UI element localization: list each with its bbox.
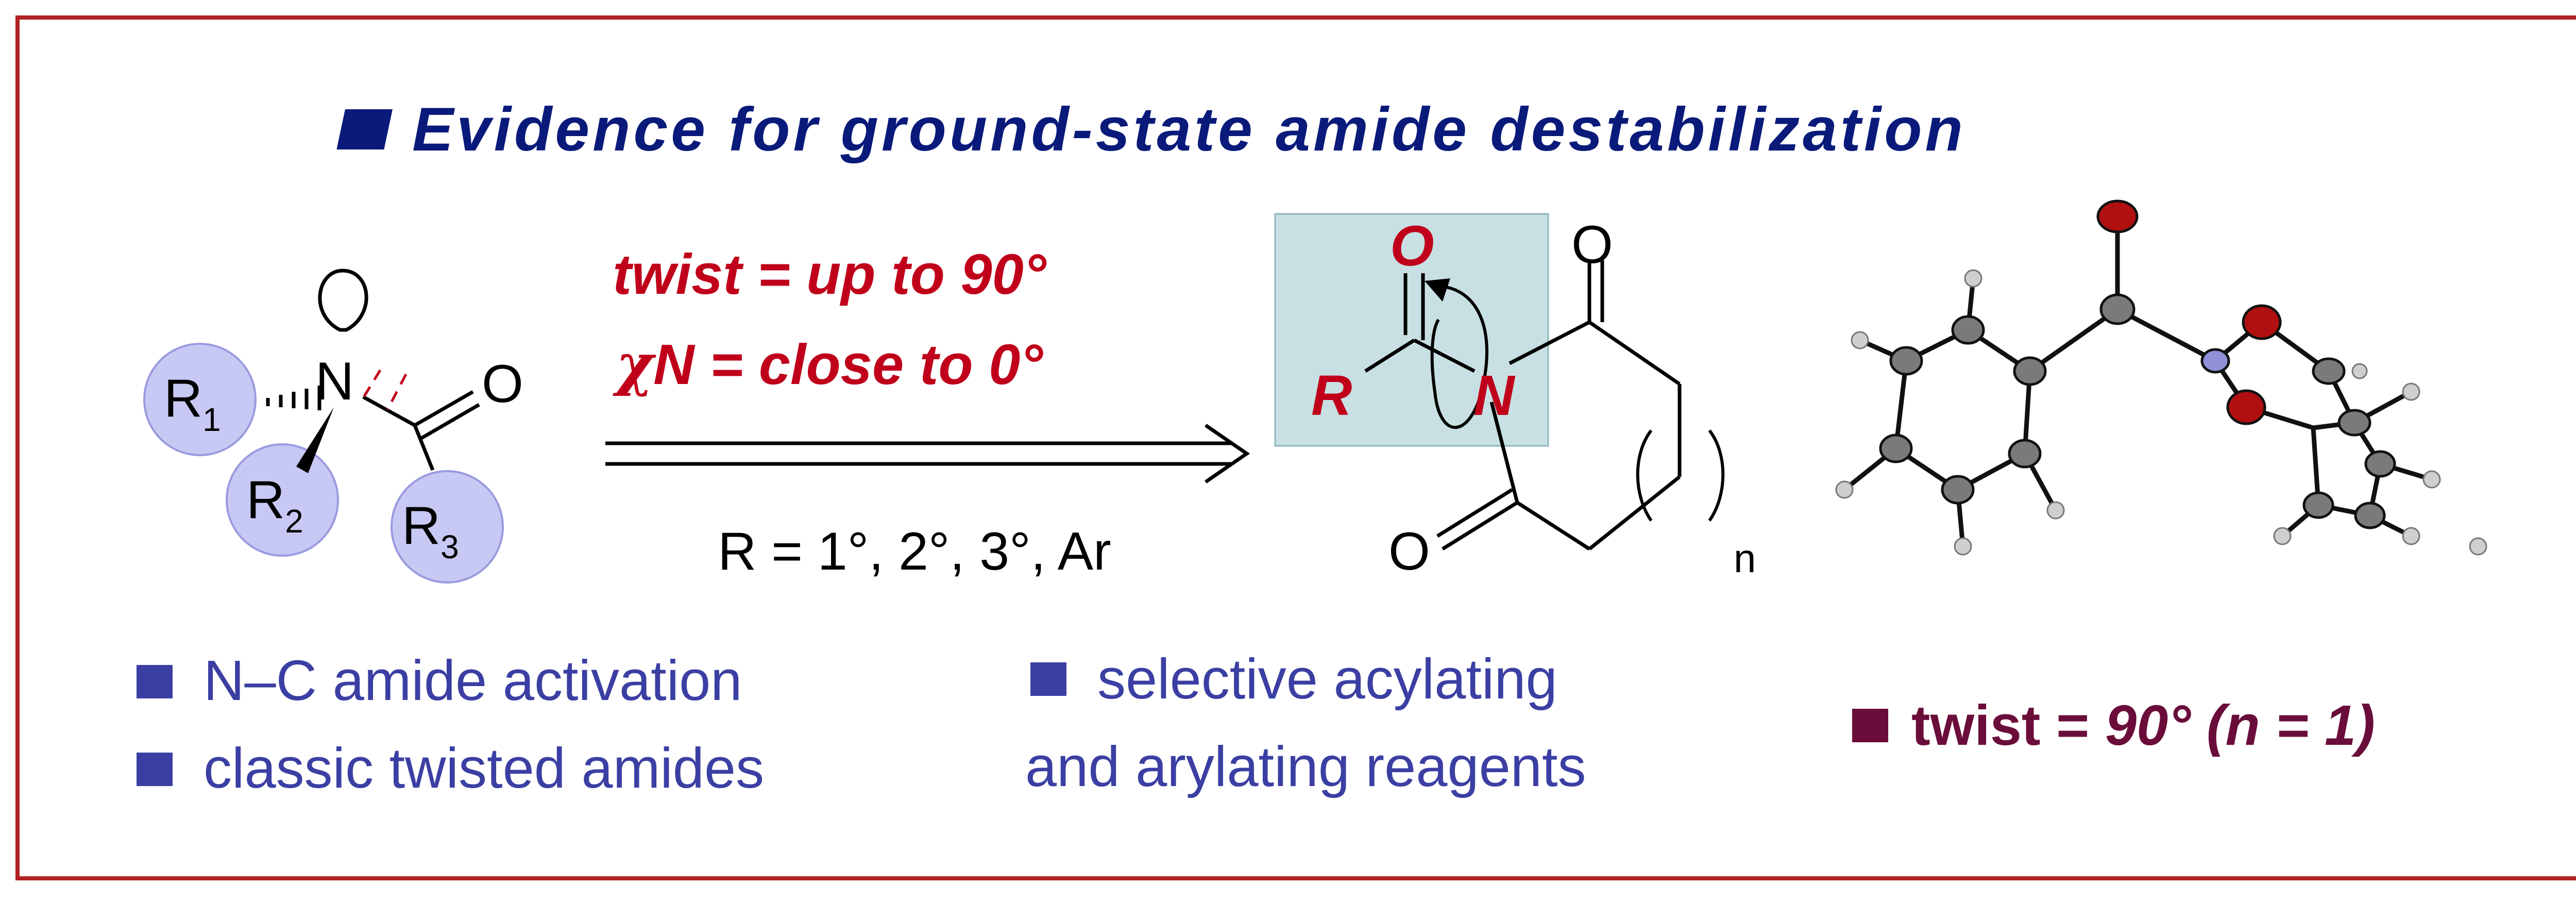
substituent-circle-r1	[143, 343, 257, 456]
product-index-n: n	[1734, 536, 1756, 581]
condition-r-scope: R = 1°, 2°, 3°, Ar	[718, 522, 1111, 581]
crystal-nitrogen	[2200, 348, 2230, 374]
bond-c-r3	[413, 424, 435, 471]
bullet-middle-1: selective acylating	[1097, 647, 1557, 711]
ring-bracket-right	[1708, 429, 1725, 522]
product-ring-o-bottom: O	[1388, 522, 1430, 581]
outer-frame	[15, 15, 2576, 880]
wedge-bond-r2	[296, 407, 334, 473]
amide-structure: N O R1 R2 R3	[143, 269, 523, 584]
condition-chi: χN = close to 0°	[613, 331, 1044, 397]
bullet-middle-2: and arylating reagents	[1025, 735, 1586, 798]
product-structure: O R N O O n	[1274, 213, 1756, 581]
bullet-right: twist = 90° (n = 1)	[1852, 694, 2375, 757]
twist-dash-1	[359, 369, 382, 403]
ring-bracket-left	[1636, 429, 1653, 522]
title-group: Evidence for ground-state amide destabil…	[336, 95, 1966, 164]
bond-c-o-1	[414, 390, 474, 427]
bond-acyl-n	[1413, 338, 1476, 373]
condition-twist: twist = up to 90°	[613, 243, 1047, 306]
substituent-circle-r3	[391, 470, 504, 584]
twist-curved-arrow	[1430, 285, 1488, 429]
hashed-bond-r1	[266, 386, 321, 410]
glutarimide-ring	[1436, 260, 1682, 551]
atom-n-left: N	[315, 352, 354, 411]
product-acyl-r: R	[1311, 364, 1352, 427]
bullet-square-2	[137, 753, 173, 786]
substituent-circle-r2	[226, 443, 339, 557]
substituent-r1: R1	[164, 369, 221, 438]
bullets-left: N–C amide activation classic twisted ami…	[137, 649, 764, 800]
title-bullet-square	[336, 109, 393, 149]
lone-pair-orbital	[318, 269, 368, 332]
twist-dash-2	[386, 373, 408, 411]
bullet-left-2: classic twisted amides	[204, 737, 764, 800]
reaction-arrow-group: twist = up to 90° χN = close to 0° R = 1…	[605, 243, 1250, 581]
page-title: Evidence for ground-state amide destabil…	[412, 95, 1966, 164]
bullet-right-text: twist = 90° (n = 1)	[1911, 694, 2375, 757]
crystal-structure-image	[1835, 199, 2487, 556]
atom-o-left: O	[482, 354, 523, 414]
bond-c-o-2	[420, 403, 480, 440]
twist-arrowhead	[1425, 278, 1450, 302]
product-acyl-o: O	[1390, 214, 1434, 278]
product-ring-o-top: O	[1571, 215, 1613, 275]
substituent-r3: R3	[402, 496, 459, 565]
product-n: N	[1473, 364, 1516, 427]
bullet-left-1: N–C amide activation	[204, 649, 742, 712]
bond-n-c	[362, 395, 416, 427]
bullet-square-1	[137, 665, 173, 698]
bullet-square-4	[1852, 709, 1888, 742]
bullet-square-3	[1030, 662, 1066, 696]
bond-acyl-r	[1364, 339, 1415, 373]
substituent-r2: R2	[246, 470, 303, 540]
arrow-head	[1205, 424, 1250, 484]
bullets-middle: selective acylating and arylating reagen…	[1025, 647, 1586, 798]
highlight-box	[1274, 213, 1549, 447]
